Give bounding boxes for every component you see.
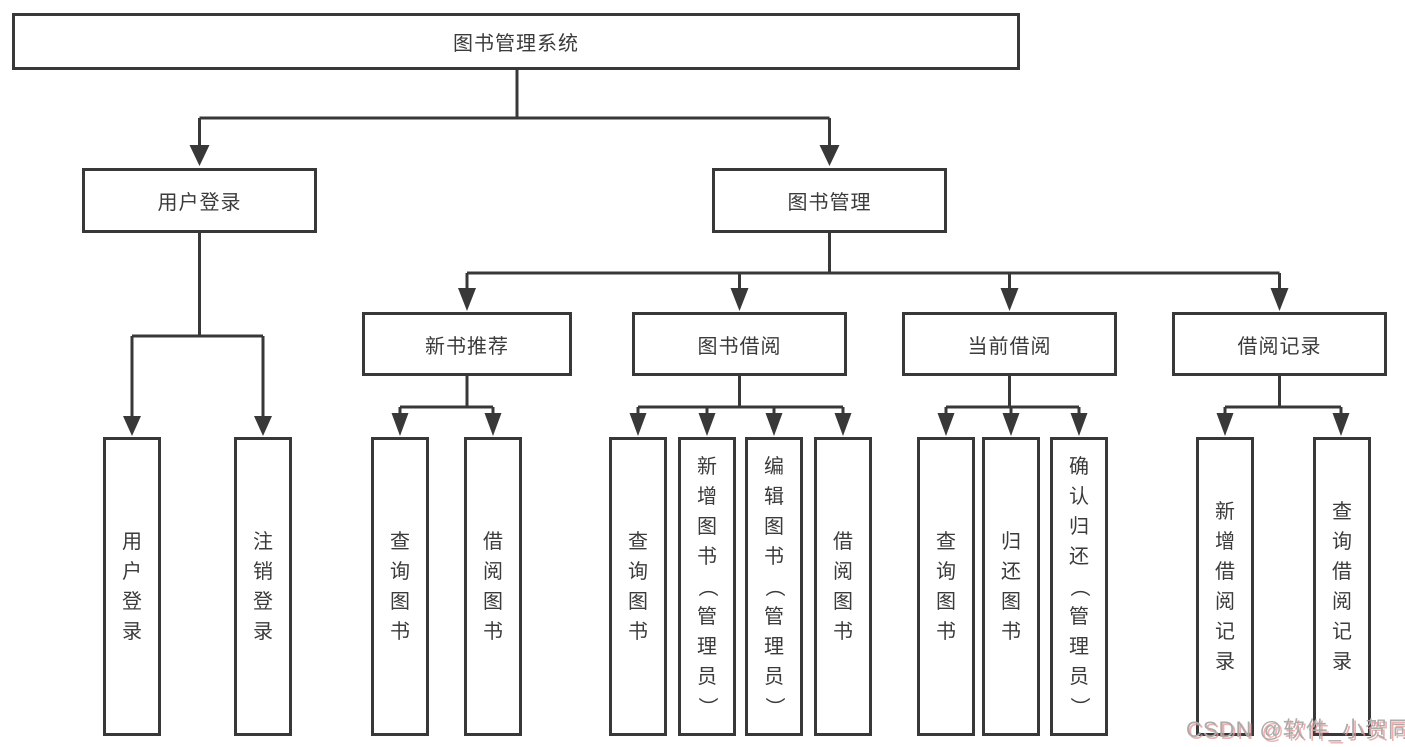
- leaf-borrow-books-recommend: 借阅图书: [464, 437, 522, 736]
- leaf-add-borrow-record-label: 新增借阅记录: [1215, 500, 1235, 673]
- node-user-login: 用户登录: [82, 168, 317, 233]
- leaf-borrow-books: 借阅图书: [814, 437, 872, 736]
- node-user-login-label: 用户登录: [157, 192, 242, 214]
- leaf-add-books-admin-label: 新增图书（管理员）: [696, 455, 718, 717]
- leaf-user-login-label: 用户登录: [122, 530, 142, 643]
- node-book-management-label: 图书管理: [787, 192, 872, 214]
- node-root: 图书管理系统: [12, 13, 1020, 70]
- node-book-management: 图书管理: [712, 168, 947, 233]
- node-root-label: 图书管理系统: [453, 33, 579, 55]
- node-current-borrowing: 当前借阅: [902, 312, 1117, 376]
- leaf-add-borrow-record: 新增借阅记录: [1196, 437, 1254, 736]
- leaf-edit-books-admin: 编辑图书（管理员）: [745, 437, 803, 736]
- leaf-confirm-return-admin: 确认归还（管理员）: [1050, 437, 1108, 736]
- node-book-borrowing-label: 图书借阅: [697, 335, 782, 358]
- leaf-search-books-recommend: 查询图书: [371, 437, 429, 736]
- leaf-borrow-books-recommend-label: 借阅图书: [483, 530, 503, 643]
- node-borrowing-records: 借阅记录: [1172, 312, 1387, 376]
- leaf-confirm-return-admin-label: 确认归还（管理员）: [1068, 455, 1090, 717]
- leaf-search-books-current: 查询图书: [917, 437, 975, 736]
- leaf-return-books: 归还图书: [982, 437, 1040, 736]
- leaf-search-books-borrowing: 查询图书: [609, 437, 667, 736]
- node-new-book-recommendation: 新书推荐: [362, 312, 572, 376]
- leaf-search-books-recommend-label: 查询图书: [390, 530, 410, 643]
- node-new-book-recommendation-label: 新书推荐: [425, 335, 509, 358]
- leaf-logout: 注销登录: [234, 437, 292, 736]
- node-current-borrowing-label: 当前借阅: [967, 335, 1052, 358]
- leaf-search-borrow-record: 查询借阅记录: [1313, 437, 1371, 736]
- watermark: CSDN @软件_小贺同学: [1186, 717, 1405, 742]
- node-book-borrowing: 图书借阅: [632, 312, 847, 376]
- leaf-edit-books-admin-label: 编辑图书（管理员）: [763, 455, 785, 717]
- leaf-user-login: 用户登录: [103, 437, 161, 736]
- leaf-borrow-books-label: 借阅图书: [833, 530, 853, 643]
- leaf-search-books-current-label: 查询图书: [936, 530, 956, 643]
- leaf-logout-label: 注销登录: [253, 530, 273, 643]
- leaf-search-books-borrowing-label: 查询图书: [628, 530, 648, 643]
- node-borrowing-records-label: 借阅记录: [1237, 335, 1322, 358]
- leaf-return-books-label: 归还图书: [1001, 530, 1021, 643]
- leaf-search-borrow-record-label: 查询借阅记录: [1332, 500, 1352, 673]
- leaf-add-books-admin: 新增图书（管理员）: [678, 437, 736, 736]
